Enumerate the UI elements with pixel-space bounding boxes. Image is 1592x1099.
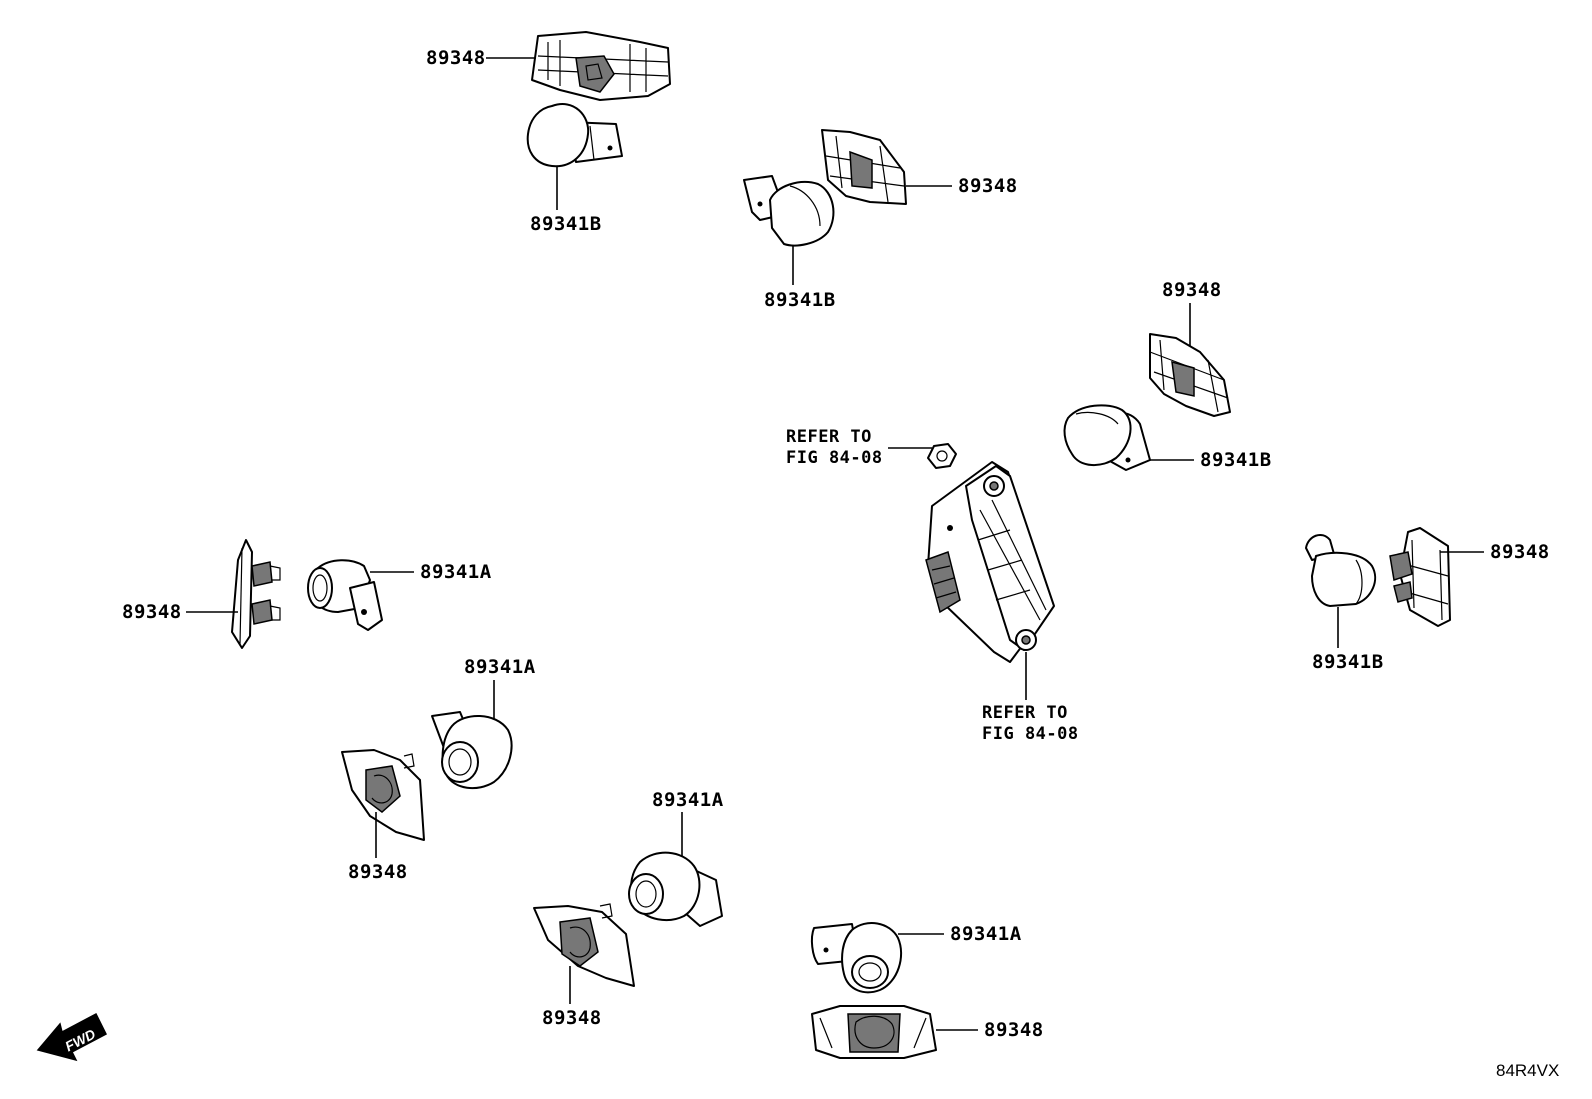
sensor-left-mid[interactable]: [431, 711, 513, 790]
label-sensor-left: 89341A: [420, 561, 492, 583]
sensor-top[interactable]: [526, 103, 623, 168]
bracket-center-low[interactable]: [533, 903, 635, 987]
label-bracket-left: 89348: [122, 601, 182, 623]
sensor-center-low[interactable]: [628, 851, 723, 927]
sensor-upper-mid[interactable]: [743, 175, 835, 247]
ref-module-line2: FIG 84-08: [982, 724, 1079, 744]
bracket-upper-mid[interactable]: [821, 129, 907, 205]
label-sensor-upper-mid: 89341B: [764, 289, 836, 311]
label-bracket-left-mid: 89348: [348, 861, 408, 883]
bracket-top[interactable]: [531, 31, 671, 101]
label-sensor-bottom: 89341A: [950, 923, 1022, 945]
bracket-left-mid[interactable]: [341, 749, 425, 841]
nut[interactable]: [927, 443, 957, 469]
label-bracket-right-upper: 89348: [1162, 279, 1222, 301]
label-sensor-center-low: 89341A: [652, 789, 724, 811]
ref-nut-line2: FIG 84-08: [786, 448, 883, 468]
label-bracket-upper-mid: 89348: [958, 175, 1018, 197]
bracket-bottom[interactable]: [811, 1005, 937, 1059]
diagram-code: 84R4VX: [1496, 1061, 1559, 1080]
label-sensor-left-mid: 89341A: [464, 656, 536, 678]
ref-nut-line1: REFER TO: [786, 427, 872, 447]
parking-assist-module[interactable]: [925, 461, 1055, 663]
sensor-bottom[interactable]: [810, 922, 903, 994]
label-bracket-far-right: 89348: [1490, 541, 1550, 563]
label-bracket-top: 89348: [426, 47, 486, 69]
bracket-left[interactable]: [231, 539, 281, 649]
label-sensor-far-right: 89341B: [1312, 651, 1384, 673]
label-bracket-bottom: 89348: [984, 1019, 1044, 1041]
label-sensor-top: 89341B: [530, 213, 602, 235]
label-sensor-right-upper: 89341B: [1200, 449, 1272, 471]
sensor-right-upper[interactable]: [1063, 404, 1151, 471]
forward-arrow-icon: FWD: [36, 1012, 107, 1062]
sensor-far-right[interactable]: [1305, 533, 1377, 607]
label-bracket-center-low: 89348: [542, 1007, 602, 1029]
ref-module-line1: REFER TO: [982, 703, 1068, 723]
bracket-right-upper[interactable]: [1149, 333, 1231, 417]
bracket-far-right[interactable]: [1389, 527, 1451, 627]
sensor-left[interactable]: [307, 559, 383, 631]
